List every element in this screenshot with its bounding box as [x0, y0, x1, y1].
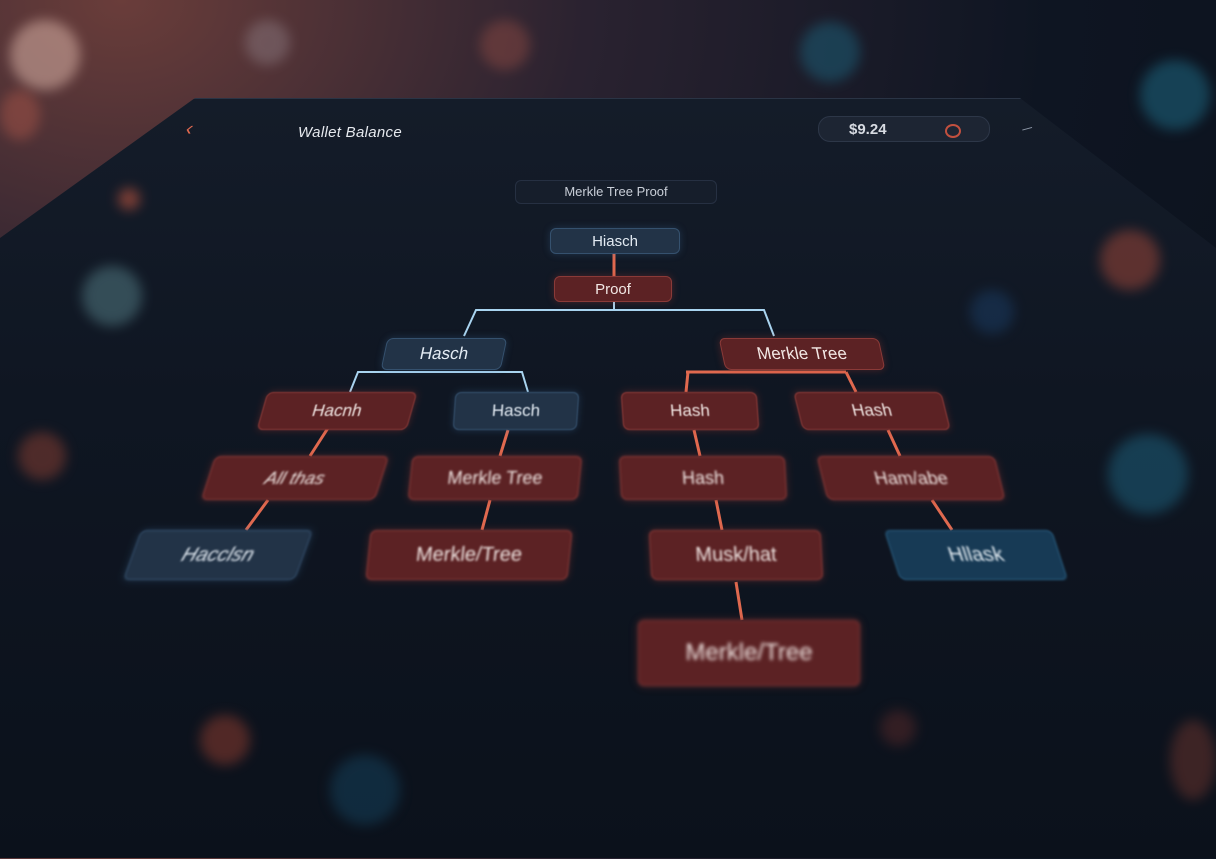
tree-node-l2[interactable]: Hash	[793, 392, 951, 430]
connector-line	[244, 499, 270, 531]
tree-node-l3[interactable]: Ham/abe	[816, 456, 1006, 500]
connector-line	[349, 371, 529, 393]
connector-line	[480, 499, 492, 531]
bokeh-light	[118, 188, 140, 210]
tree-node-root[interactable]: Hiasch	[550, 228, 680, 254]
tree-node-proof[interactable]: Proof	[554, 276, 672, 302]
connector-line	[308, 427, 330, 457]
connector-line	[734, 581, 744, 621]
tree-connectors	[244, 252, 954, 621]
tree-node-l2[interactable]: Hacnh	[256, 392, 418, 430]
bokeh-light	[82, 266, 142, 326]
bokeh-light	[1108, 434, 1188, 514]
tree-node-l4[interactable]: Hllask	[883, 530, 1069, 580]
merkle-proof-heading: Merkle Tree Proof	[515, 180, 717, 204]
tree-node-l1[interactable]: Merkle Tree	[718, 338, 886, 370]
bokeh-light	[1170, 720, 1216, 800]
coin-icon	[945, 124, 961, 138]
bokeh-light	[0, 90, 40, 140]
connector-line	[714, 499, 724, 531]
tree-node-l4[interactable]: Hacclsn	[122, 530, 314, 580]
tree-node-l1[interactable]: Hasch	[380, 338, 508, 370]
tree-node-l2[interactable]: Hash	[620, 392, 760, 430]
bokeh-light	[800, 22, 860, 82]
connector-line	[692, 429, 702, 457]
connector-line	[886, 429, 902, 457]
tree-node-l3[interactable]: Merkle Tree	[407, 456, 583, 500]
connector-line	[498, 429, 510, 457]
connector-line	[844, 371, 858, 393]
bokeh-light	[1100, 230, 1160, 290]
balance-value: $9.24	[849, 121, 887, 138]
connector-line	[684, 371, 690, 393]
bokeh-light	[18, 432, 66, 480]
tree-node-l4[interactable]: Musk/hat	[648, 530, 824, 580]
bokeh-light	[200, 715, 250, 765]
bokeh-light	[1140, 60, 1210, 130]
connector-line	[930, 499, 954, 531]
tree-node-l2[interactable]: Hasch	[452, 392, 580, 430]
bokeh-light	[330, 755, 400, 825]
bokeh-light	[245, 20, 290, 65]
bokeh-light	[10, 20, 80, 90]
balance-pill[interactable]: $9.24	[818, 116, 990, 142]
bokeh-light	[970, 290, 1014, 334]
bokeh-light	[480, 20, 530, 70]
tree-node-l4[interactable]: Merkle/Tree	[365, 530, 573, 580]
connector-line	[463, 309, 775, 337]
tree-node-l5[interactable]: Merkle/Tree	[638, 620, 860, 686]
tree-node-l3[interactable]: Hash	[618, 456, 788, 500]
tree-node-l3[interactable]: All thas	[200, 456, 390, 500]
bokeh-light	[880, 710, 916, 746]
